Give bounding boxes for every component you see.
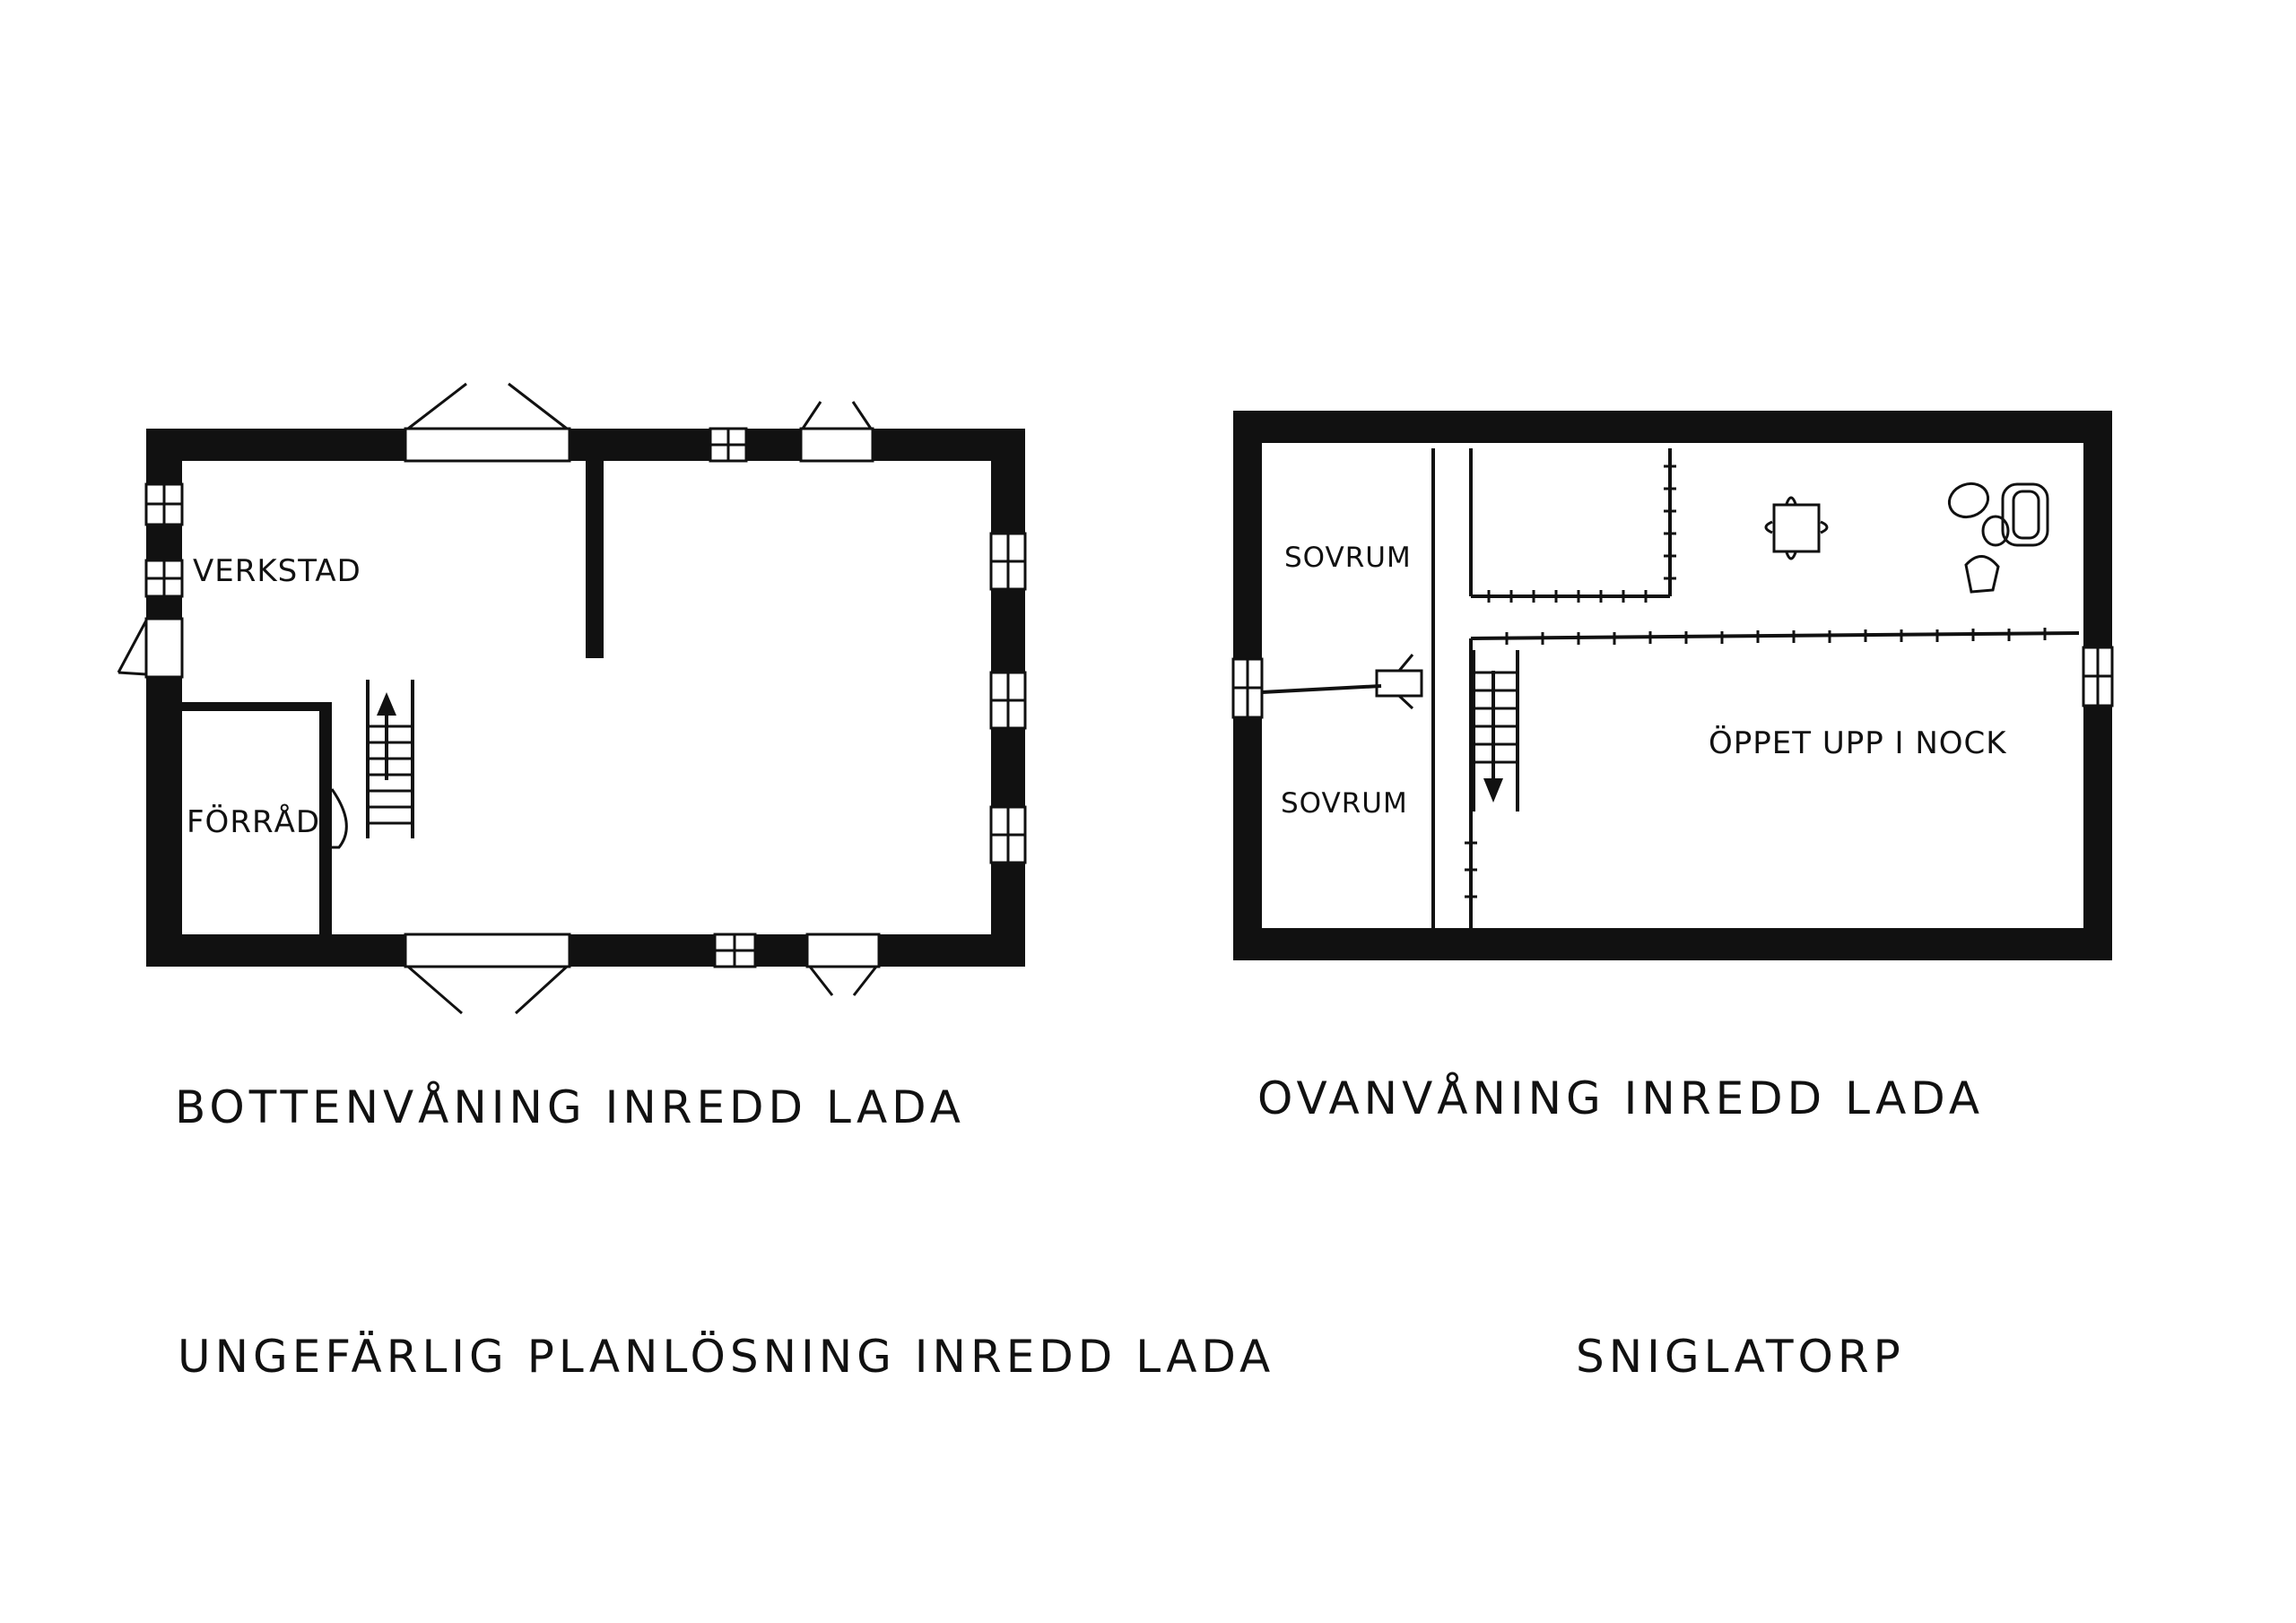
upper-wall-bottom [1233, 928, 2112, 960]
armchair-icon [1964, 555, 2000, 594]
bedroom-divider-wall [1261, 684, 1382, 694]
drawing-title: UNGEFÄRLIG PLANLÖSNING INREDD LADA [178, 1331, 1274, 1383]
upper-void-railing-top [1469, 448, 1676, 603]
sofa-group-icon [1947, 482, 2049, 594]
ground-floor-plan: VERKSTAD FÖRRÅD [117, 382, 1027, 1015]
room-label-sovrum-2: SOVRUM [1281, 787, 1408, 820]
armchair-icon [1981, 515, 2010, 547]
dining-table-icon [1764, 496, 1829, 560]
room-label-verkstad: VERKSTAD [193, 553, 361, 589]
room-label-open-void: ÖPPET UPP I NOCK [1709, 725, 2007, 761]
storage-wall-top [178, 702, 332, 711]
upper-wall-top [1233, 411, 2112, 443]
upper-staircase [1472, 650, 1519, 812]
ground-partition-wall [586, 461, 604, 658]
sofa-icon [2001, 482, 2049, 547]
ground-top-door [799, 427, 874, 463]
storage-wall-right [319, 702, 332, 934]
bedroom-divider-closet [1375, 669, 1423, 698]
room-label-sovrum-1: SOVRUM [1284, 542, 1412, 574]
armchair-icon [1947, 482, 1990, 519]
ground-floor-caption: BOTTENVÅNING INREDD LADA [175, 1081, 965, 1133]
storage-door-swing [330, 788, 348, 849]
upper-void-railing-main [1465, 628, 2080, 928]
ground-wall-top [146, 429, 1025, 461]
ground-bottom-door [805, 933, 881, 968]
ground-top-double-door [404, 427, 571, 463]
ground-wall-bottom [146, 934, 1025, 967]
upper-floor-plan: SOVRUM SOVRUM ÖPPET UPP I NOCK [1231, 411, 2114, 960]
room-label-forrad: FÖRRÅD [187, 803, 320, 840]
property-name: SNIGLATORP [1576, 1331, 1905, 1383]
ground-bottom-double-door [404, 933, 571, 968]
ground-left-door [144, 617, 184, 679]
ground-staircase [366, 680, 414, 838]
upper-floor-caption: OVANVÅNING INREDD LADA [1257, 1072, 1984, 1124]
